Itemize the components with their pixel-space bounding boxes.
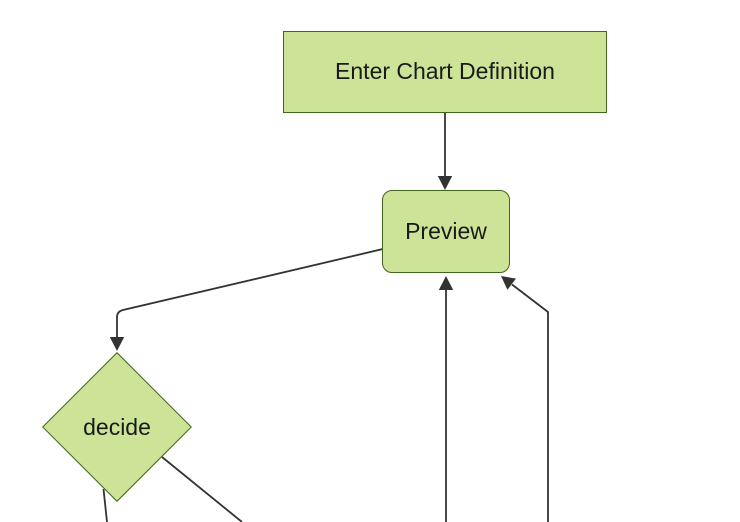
arrowhead-offscreen-right-to-preview [501,276,516,290]
edge-decide-offscreen-right [161,456,243,522]
edge-preview-to-decide [116,248,384,338]
arrowhead-preview-to-decide [109,337,125,351]
arrowhead-offscreen-to-preview [438,276,454,290]
node-decide-label: decide [83,413,151,440]
node-preview: Preview [382,190,510,273]
node-decide: decide [42,413,192,441]
node-preview-label: Preview [405,217,487,244]
edge-decide-offscreen-left [102,488,108,522]
node-enter-chart-definition: Enter Chart Definition [283,31,607,113]
node-enter-chart-definition-label: Enter Chart Definition [335,58,555,85]
edge-offscreen-right-to-preview [511,283,549,522]
arrowhead-enter-to-preview [437,176,453,190]
